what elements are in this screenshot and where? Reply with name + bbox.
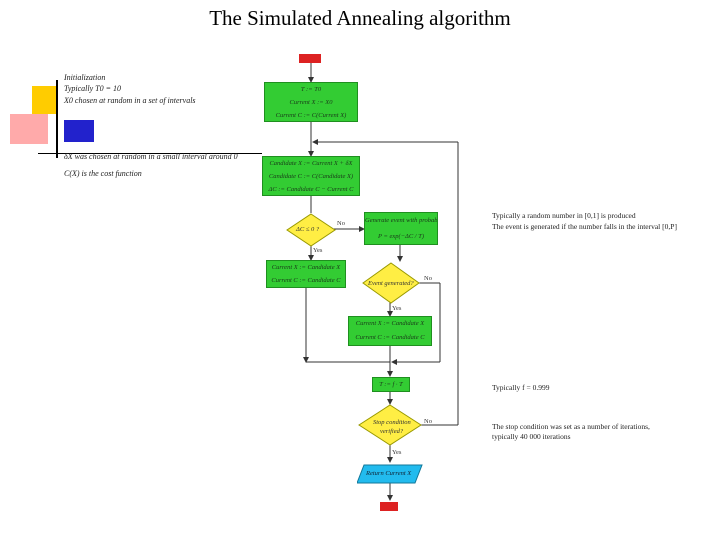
note-random-line-1: Typically a random number in [0,1] is pr…	[492, 211, 636, 220]
accept2-c-line: Current C := Candidate C	[355, 334, 425, 341]
decision-event-diamond	[362, 262, 420, 304]
note-random-line-2: The event is generated if the number fal…	[492, 222, 677, 231]
note-initialization: Initialization	[64, 73, 106, 82]
decor-vertical-line	[56, 80, 58, 158]
event-line-1: Generate event with probability	[365, 217, 437, 224]
temperature-update-line: T := f · T	[379, 381, 403, 388]
note-stop-line-2: typically 40 000 iterations	[492, 432, 571, 441]
page-title: The Simulated Annealing algorithm	[209, 6, 511, 30]
decision-delta-yes-label: Yes	[313, 247, 323, 254]
decor-yellow-square	[32, 86, 58, 114]
decision-delta-diamond	[286, 213, 336, 247]
accept2-x-line: Current X := Candidate X	[355, 320, 425, 327]
decision-event-label: Event generated?	[368, 280, 414, 287]
candidate-box: Candidate X := Current X + δX Candidate …	[262, 156, 360, 196]
decision-stop-yes-label: Yes	[392, 449, 402, 456]
note-x0-chosen: X0 chosen at random in a set of interval…	[64, 96, 196, 105]
temperature-update-box: T := f · T	[372, 377, 410, 392]
candidate-c-line: Candidate C := C(Candidate X)	[268, 173, 354, 180]
note-delta-x: δX was chosen at random in a small inter…	[64, 152, 238, 161]
decor-pink-square	[10, 114, 48, 144]
decision-stop-label-1: Stop condition	[373, 419, 411, 426]
init-current-c-line: Current C := C(Current X)	[275, 112, 347, 119]
decision-event-yes-label: Yes	[392, 305, 402, 312]
accept1-x-line: Current X := Candidate X	[271, 264, 341, 271]
decor-horizontal-line	[38, 153, 262, 154]
accept-box-1: Current X := Candidate X Current C := Ca…	[266, 260, 346, 288]
output-box	[357, 464, 423, 484]
init-temp-line: T := T0	[300, 86, 322, 93]
start-terminal	[299, 54, 321, 63]
decision-event-no-label: No	[424, 275, 432, 282]
decision-stop-diamond	[358, 404, 422, 446]
accept-box-2: Current X := Candidate X Current C := Ca…	[348, 316, 432, 346]
output-label: Return Current X	[366, 470, 412, 477]
delta-c-line: ΔC := Candidate C − Current C	[268, 186, 354, 193]
candidate-x-line: Candidate X := Current X + δX	[269, 160, 353, 167]
event-box: Generate event with probability P = exp(…	[364, 212, 438, 245]
decision-stop-label-2: verified?	[380, 428, 404, 435]
decision-stop-no-label: No	[424, 418, 432, 425]
decor-blue-square	[64, 120, 94, 142]
accept1-c-line: Current C := Candidate C	[271, 277, 341, 284]
decision-delta-label: ΔC ≤ 0 ?	[296, 226, 320, 233]
end-terminal	[380, 502, 398, 511]
note-typically-f: Typically f = 0.999	[492, 383, 550, 392]
note-typically-t0: Typically T0 = 10	[64, 84, 122, 93]
init-box: T := T0 Current X := X0 Current C := C(C…	[264, 82, 358, 122]
decision-delta-no-label: No	[337, 220, 345, 227]
note-stop-line-1: The stop condition was set as a number o…	[492, 422, 650, 431]
note-cost-function: C(X) is the cost function	[64, 169, 142, 178]
event-line-2: P = exp(−ΔC / T)	[377, 233, 425, 240]
init-current-x-line: Current X := X0	[289, 99, 333, 106]
